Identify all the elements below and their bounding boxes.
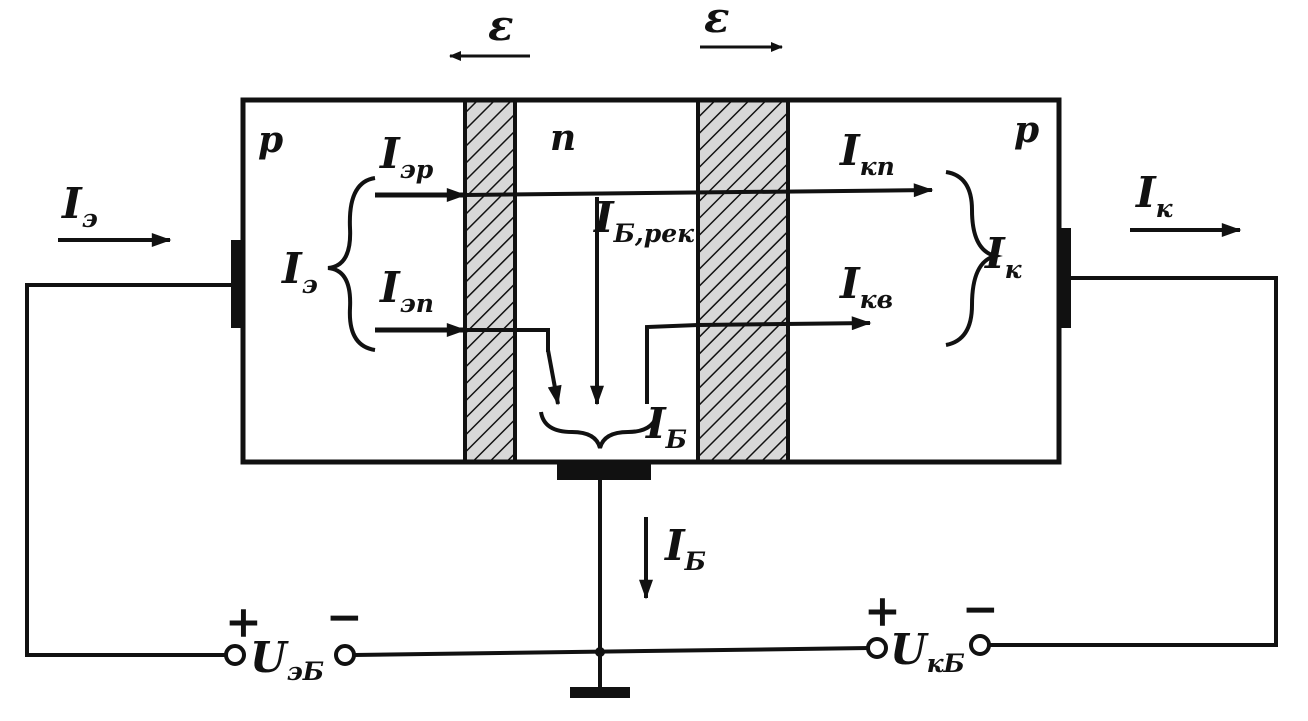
collector-contact xyxy=(1057,228,1071,328)
field-label-left: ε xyxy=(488,1,514,50)
ukb-minus-sign: − xyxy=(962,584,999,635)
hole-flow-line xyxy=(464,183,934,198)
base-out-label: IБ xyxy=(664,521,706,576)
collector-reverse-label: Iкв xyxy=(839,259,893,314)
base-recomb-label: IБ,рек xyxy=(593,193,695,248)
emitter-wire xyxy=(25,283,231,657)
bottom-bus xyxy=(353,646,870,657)
emitter-junction xyxy=(463,98,517,464)
collector-p-label: Iкп xyxy=(839,126,895,181)
emitter-p-label: Iэр xyxy=(379,129,434,184)
ueb-minus-terminal xyxy=(334,644,356,666)
ukb-plus-terminal xyxy=(866,637,888,659)
base-inner-label: IБ xyxy=(645,399,687,454)
ueb-plus-terminal xyxy=(224,644,246,666)
ueb-plus-sign: + xyxy=(225,597,262,648)
ueb-minus-sign: − xyxy=(326,592,363,643)
emitter-sum-label: Iэ xyxy=(281,244,318,299)
collector-current-brace xyxy=(945,170,1003,347)
base-region-label: n xyxy=(550,117,576,159)
ukb-label: UкБ xyxy=(890,625,965,678)
emitter-n-label: Iэп xyxy=(379,263,434,318)
base-current-brace xyxy=(539,411,660,449)
collector-sum-label: Iк xyxy=(984,229,1023,284)
base-contact xyxy=(557,462,651,480)
ukb-plus-sign: + xyxy=(864,586,901,637)
bus-junction-dot xyxy=(595,647,605,657)
reverse-current-line xyxy=(645,323,699,404)
emitter-in-label: Iэ xyxy=(61,179,98,233)
field-label-right: ε xyxy=(704,0,730,42)
collector-junction xyxy=(696,98,790,464)
ground-symbol xyxy=(570,687,630,698)
electron-base-path xyxy=(465,328,550,352)
emitter-region-label: p xyxy=(258,119,283,161)
collector-region-label: p xyxy=(1014,109,1039,151)
collector-reverse-arrow xyxy=(697,316,872,331)
emitter-current-brace xyxy=(327,176,376,352)
ueb-label: UэБ xyxy=(250,633,324,686)
electron-down-arrow xyxy=(546,349,562,406)
ukb-minus-terminal xyxy=(969,634,991,656)
collector-wire xyxy=(988,276,1278,647)
collector-out-label: Iк xyxy=(1135,168,1174,223)
emitter-contact xyxy=(231,240,245,328)
